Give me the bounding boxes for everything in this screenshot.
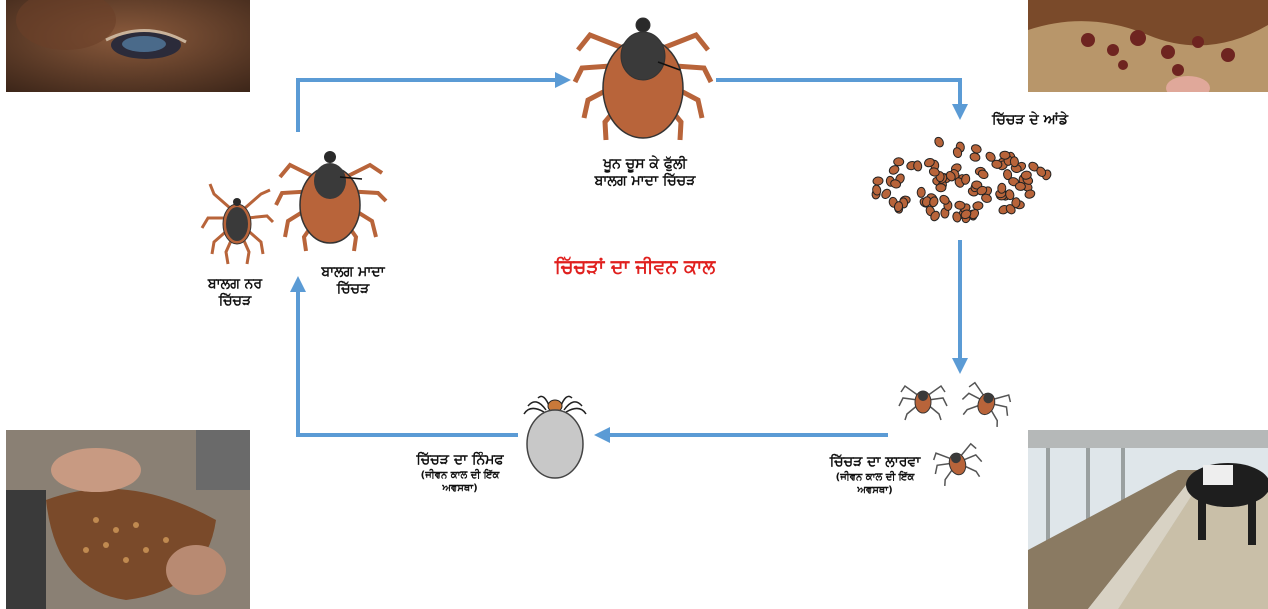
tick-egg [913, 160, 922, 171]
tick-egg [933, 136, 945, 149]
adult-female-tick-illustration [270, 145, 390, 255]
engorged-female-tick-illustration [570, 10, 716, 150]
adult-female-label: ਬਾਲਗ ਮਾਦਾ ਚਿੱਚੜ [298, 264, 408, 298]
tick-egg [894, 158, 904, 166]
adult-male-label: ਬਾਲਗ ਨਰ ਚਿੱਚੜ [190, 276, 280, 310]
tick-egg [997, 183, 1006, 194]
adult-male-tick-illustration [200, 180, 275, 265]
tick-egg [1010, 156, 1019, 167]
larva-note: (ਜੀਵਨ ਕਾਲ ਦੀ ਇੱਕ ਅਵਸਥਾ) [800, 471, 950, 497]
nymph-note: (ਜੀਵਨ ਕਾਲ ਦੀ ਇੱਕ ਅਵਸਥਾ) [385, 469, 535, 495]
tick-egg [917, 187, 926, 197]
tick-egg [969, 152, 981, 162]
nymph-label: ਚਿੱਚੜ ਦਾ ਨਿੰਮਫ (ਜੀਵਨ ਕਾਲ ਦੀ ਇੱਕ ਅਵਸਥਾ) [385, 452, 535, 495]
arrow-head-to-nymph [594, 427, 610, 443]
larva-label: ਚਿੱਚੜ ਦਾ ਲਾਰਵਾ (ਜੀਵਨ ਕਾਲ ਦੀ ਇੱਕ ਅਵਸਥਾ) [800, 454, 950, 497]
tick-egg [955, 201, 966, 210]
tick-egg [873, 176, 884, 185]
nymph-title: ਚਿੱਚੜ ਦਾ ਨਿੰਮਫ [416, 452, 503, 468]
tick-egg [1000, 151, 1010, 160]
arrow-head-to-female [555, 72, 571, 88]
larva-title: ਚਿੱਚੜ ਦਾ ਲਾਰਵਾ [830, 454, 920, 470]
tick-eggs-illustration [860, 125, 1060, 237]
tick-egg [936, 184, 946, 192]
tick-egg [972, 201, 983, 210]
engorged-female-label: ਖੂਨ ਚੂਸ ਕੇ ਫੁੱਲੀ ਬਾਲਗ ਮਾਦਾ ਚਿੱਚੜ [560, 156, 730, 190]
diagram-title: ਚਿੱਚੜਾਂ ਦਾ ਜੀਵਨ ਕਾਲ [520, 256, 750, 278]
tick-egg [1015, 182, 1025, 191]
